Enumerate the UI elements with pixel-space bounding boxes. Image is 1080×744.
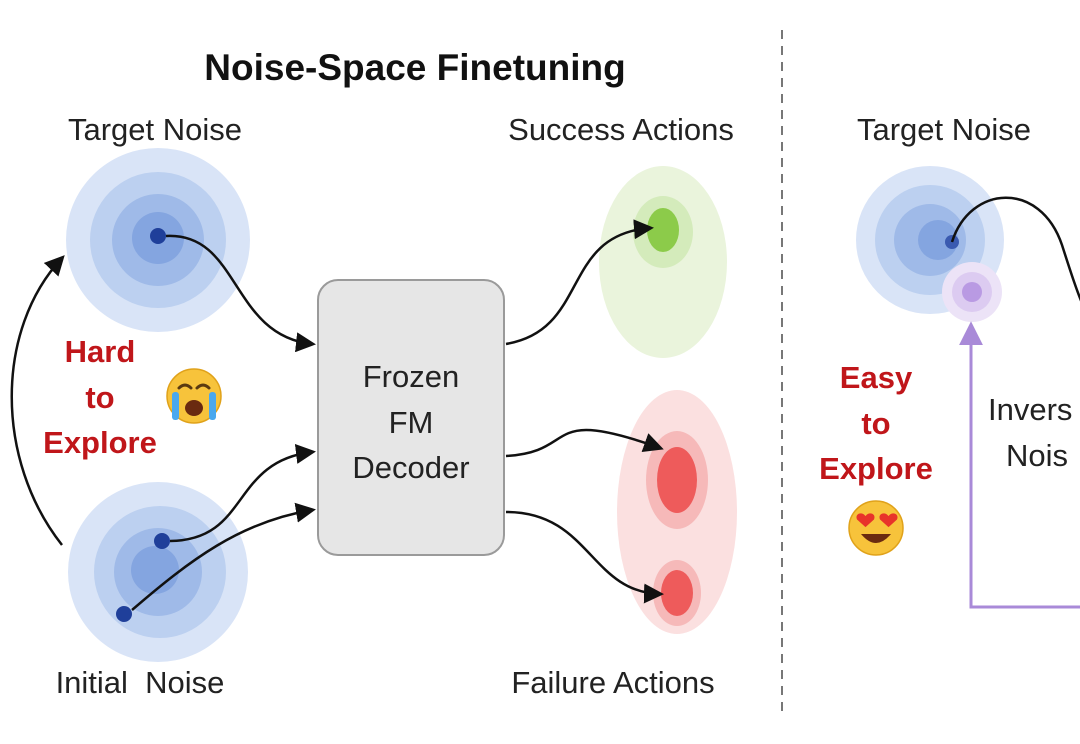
hard-to-explore-line2: to bbox=[85, 380, 114, 415]
heart-eyes-icon bbox=[848, 500, 904, 556]
target-noise-blob bbox=[66, 148, 250, 332]
target-noise-dot bbox=[150, 228, 166, 244]
right-target-noise-blob bbox=[856, 166, 1004, 322]
inverse-noise-label-line1: Invers bbox=[988, 392, 1072, 427]
target-noise-label: Target Noise bbox=[68, 112, 242, 147]
right-target-curve bbox=[950, 196, 1080, 302]
decoder-label-line2: FM bbox=[389, 405, 434, 440]
inverse-noise-dot bbox=[962, 282, 982, 302]
explore-arrow bbox=[10, 255, 65, 546]
easy-to-explore-line3: Explore bbox=[819, 451, 933, 486]
initial-noise-blob bbox=[68, 482, 248, 662]
success-actions-label: Success Actions bbox=[508, 112, 734, 147]
inverse-noise-label-line2: Nois bbox=[1006, 438, 1068, 473]
decoder-to-failure-upper-arrow bbox=[505, 428, 664, 458]
decoder-to-success-arrow bbox=[505, 219, 654, 346]
right-target-noise-label: Target Noise bbox=[857, 112, 1031, 147]
decoder-to-failure-lower-arrow bbox=[505, 510, 664, 604]
initial-noise-dot-lower bbox=[116, 606, 132, 622]
initial-upper-to-decoder-arrow bbox=[169, 444, 316, 543]
failure-actions-blob bbox=[617, 390, 737, 634]
failure-actions-label: Failure Actions bbox=[511, 665, 714, 700]
initial-noise-dot-upper bbox=[154, 533, 170, 549]
hard-to-explore-line1: Hard bbox=[65, 334, 136, 369]
easy-to-explore-line2: to bbox=[861, 406, 890, 441]
initial-noise-label: Initial Noise bbox=[56, 665, 225, 700]
crying-face-icon bbox=[166, 368, 222, 424]
target-to-decoder-arrow bbox=[165, 234, 316, 353]
success-actions-blob bbox=[599, 166, 727, 358]
initial-lower-to-decoder-arrow bbox=[131, 502, 316, 611]
panel-title: Noise-Space Finetuning bbox=[204, 47, 625, 88]
decoder-label-line1: Frozen bbox=[363, 359, 459, 394]
inverse-noise-arrow bbox=[959, 321, 1080, 609]
frozen-fm-decoder-box bbox=[317, 279, 505, 556]
decoder-label-line3: Decoder bbox=[352, 450, 469, 485]
hard-to-explore-line3: Explore bbox=[43, 425, 157, 460]
easy-to-explore-line1: Easy bbox=[840, 360, 913, 395]
